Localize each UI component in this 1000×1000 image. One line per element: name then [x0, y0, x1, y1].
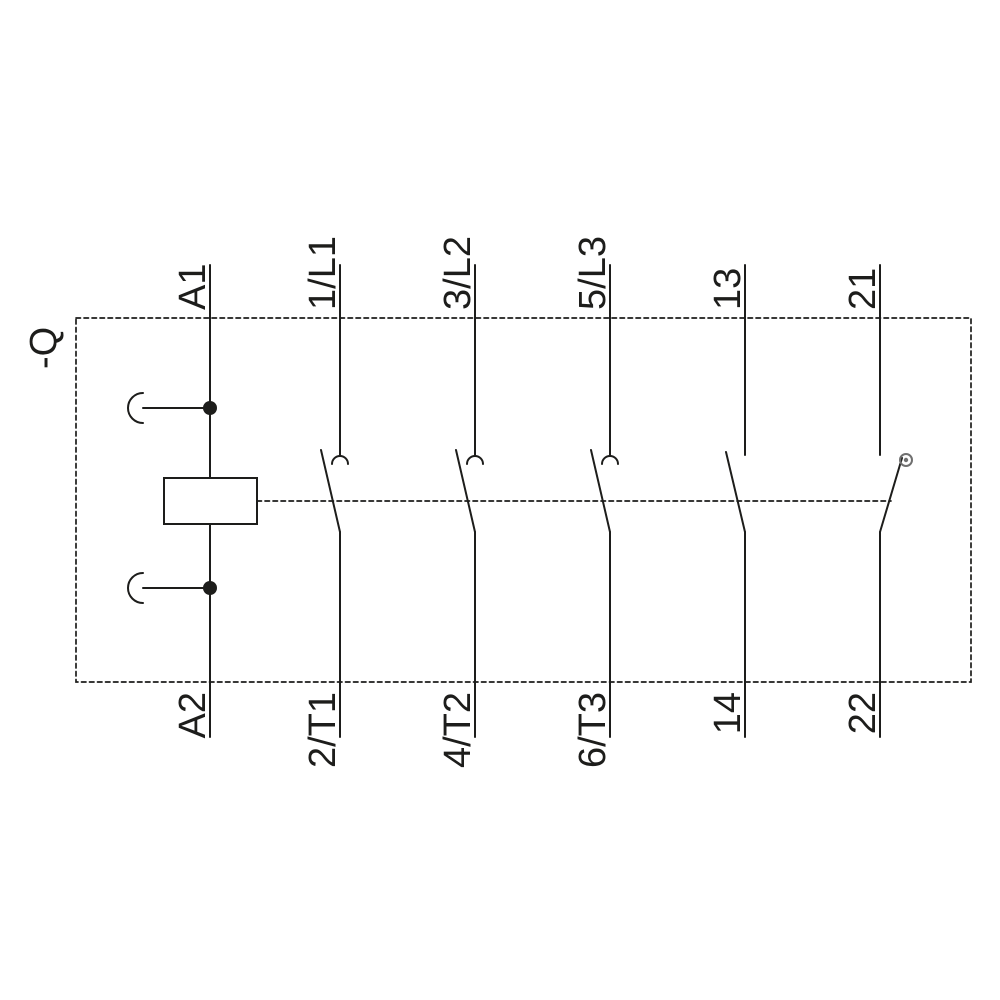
aux-contact-moving-blade	[725, 451, 746, 533]
terminal-label-3l2: 3/L2	[437, 236, 479, 310]
terminal-label-a2: A2	[172, 692, 214, 738]
main-contact-jaw-arc	[601, 455, 619, 465]
coil-branch: A1 A2	[127, 264, 258, 738]
terminal-label-1l1: 1/L1	[302, 236, 344, 310]
pole-2: 3/L2 4/T2	[437, 236, 484, 768]
terminal-label-2t1: 2/T1	[302, 692, 344, 768]
terminal-label-21: 21	[842, 268, 884, 310]
aux-contact-no: 13 14	[707, 264, 749, 738]
terminal-label-22: 22	[842, 692, 884, 734]
main-contact-moving-blade	[455, 449, 476, 533]
pole-1: 1/L1 2/T1	[302, 236, 349, 768]
pole-3: 5/L3 6/T3	[572, 236, 619, 768]
main-contact-jaw-arc	[466, 455, 484, 465]
terminal-label-13: 13	[707, 268, 749, 310]
aux-contact-nc: 21 22	[842, 264, 913, 738]
aux-contact-moving-blade	[879, 457, 903, 533]
main-contact-jaw-arc	[331, 455, 349, 465]
terminal-label-14: 14	[707, 692, 749, 734]
main-contact-moving-blade	[320, 449, 341, 533]
mirror-contact-ring	[899, 453, 913, 467]
coil-symbol	[163, 477, 258, 525]
terminal-label-6t3: 6/T3	[572, 692, 614, 768]
terminal-label-5l3: 5/L3	[572, 236, 614, 310]
mirror-contact-ring-dot	[903, 457, 909, 463]
plug-connector-arc	[127, 392, 144, 424]
plug-connector-arc	[127, 572, 144, 604]
device-boundary-box	[75, 317, 972, 683]
terminal-label-a1: A1	[172, 264, 214, 310]
main-contact-moving-blade	[590, 449, 611, 533]
terminal-label-4t2: 4/T2	[437, 692, 479, 768]
device-tag-label: -Q	[23, 327, 65, 369]
